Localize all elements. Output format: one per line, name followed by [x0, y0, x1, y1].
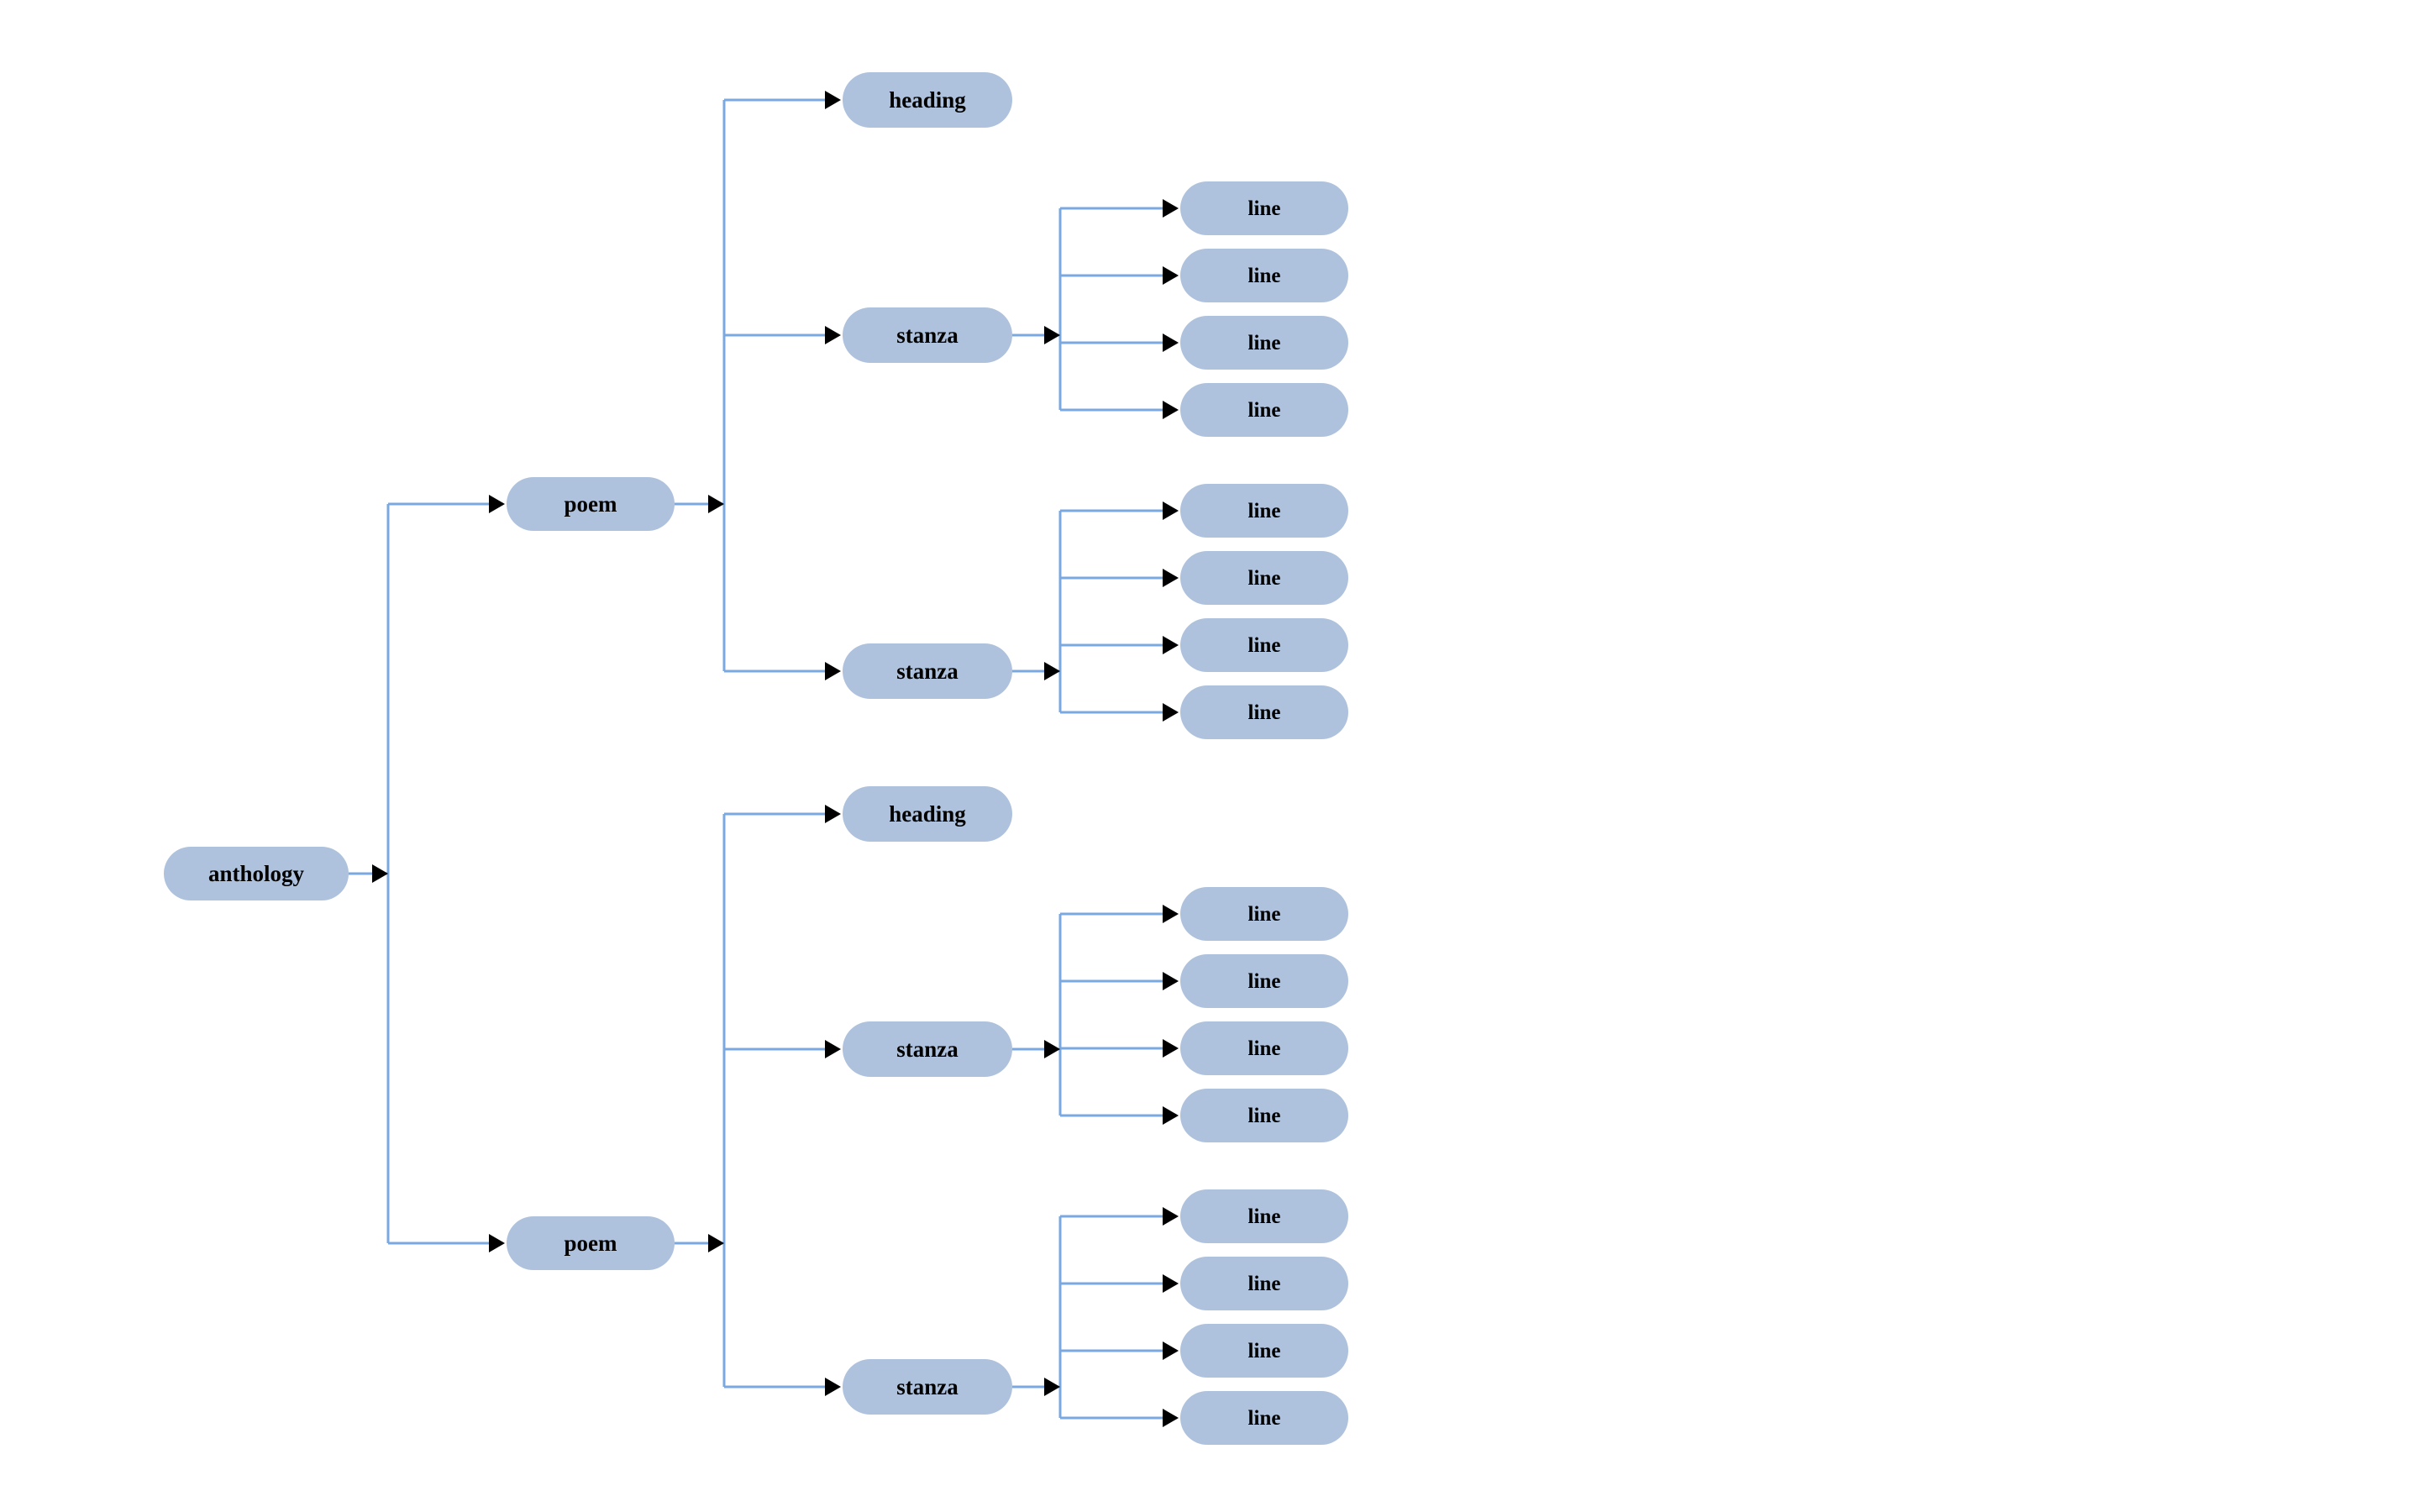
node-heading-1[interactable]: heading [843, 72, 1012, 128]
arrow-lines-stanza-2-leaf-3-icon [1163, 636, 1179, 654]
node-line-label: line [1247, 902, 1281, 926]
node-stanza-3[interactable]: stanza [843, 1021, 1012, 1077]
arrow-poem-2-stem-icon [708, 1234, 724, 1252]
node-stanza-2-label: stanza [896, 658, 959, 684]
arrow-lines-stanza-2-leaf-4-icon [1163, 703, 1179, 722]
node-line[interactable]: line [1180, 954, 1348, 1008]
node-stanza-1-label: stanza [896, 322, 959, 348]
node-line[interactable]: line [1180, 1089, 1348, 1142]
arrow-anthology-stem-icon [372, 864, 388, 883]
node-line-label: line [1247, 1339, 1281, 1362]
node-heading-1-label: heading [889, 87, 966, 113]
node-line-label: line [1247, 1406, 1281, 1430]
arrow-lines-stanza-2-stem-icon [1044, 662, 1060, 680]
node-stanza-3-label: stanza [896, 1036, 959, 1062]
arrow-poem-2-child-2-icon [825, 1040, 841, 1058]
node-line-label: line [1247, 398, 1281, 422]
arrow-lines-stanza-1-leaf-1-icon [1163, 199, 1179, 218]
arrow-lines-stanza-3-leaf-2-icon [1163, 972, 1179, 990]
arrow-lines-stanza-4-stem-icon [1044, 1378, 1060, 1396]
node-line[interactable]: line [1180, 316, 1348, 370]
node-line-label: line [1247, 1205, 1281, 1228]
arrow-lines-stanza-1-leaf-4-icon [1163, 401, 1179, 419]
node-poem-1-label: poem [564, 491, 617, 517]
arrow-poem-2-child-3-icon [825, 1378, 841, 1396]
arrow-poem-1-child-3-icon [825, 662, 841, 680]
node-anthology-label: anthology [207, 860, 305, 886]
node-line[interactable]: line [1180, 383, 1348, 437]
arrow-anthology-to-poem-1-icon [489, 495, 505, 513]
arrow-lines-stanza-4-leaf-2-icon [1163, 1274, 1179, 1293]
node-stanza-2[interactable]: stanza [843, 643, 1012, 699]
node-line[interactable]: line [1180, 181, 1348, 235]
node-line[interactable]: line [1180, 1257, 1348, 1310]
node-line[interactable]: line [1180, 1324, 1348, 1378]
arrow-poem-1-child-2-icon [825, 326, 841, 344]
node-line-label: line [1247, 197, 1281, 220]
node-line[interactable]: line [1180, 484, 1348, 538]
arrow-lines-stanza-3-leaf-1-icon [1163, 905, 1179, 923]
node-poem-2[interactable]: poem [507, 1216, 675, 1270]
arrow-poem-2-child-1-icon [825, 805, 841, 823]
arrow-lines-stanza-2-leaf-1-icon [1163, 501, 1179, 520]
node-anthology[interactable]: anthology [164, 847, 349, 900]
node-line-label: line [1247, 264, 1281, 287]
node-poem-2-label: poem [564, 1230, 617, 1256]
node-poem-1[interactable]: poem [507, 477, 675, 531]
arrow-poem-1-child-1-icon [825, 91, 841, 109]
node-line[interactable]: line [1180, 887, 1348, 941]
arrow-lines-stanza-3-leaf-4-icon [1163, 1106, 1179, 1125]
arrow-lines-stanza-4-leaf-3-icon [1163, 1341, 1179, 1360]
node-stanza-1[interactable]: stanza [843, 307, 1012, 363]
node-line[interactable]: line [1180, 249, 1348, 302]
arrow-lines-stanza-3-leaf-3-icon [1163, 1039, 1179, 1058]
arrow-anthology-to-poem-2-icon [489, 1234, 505, 1252]
arrow-poem-1-stem-icon [708, 495, 724, 513]
node-heading-2-label: heading [889, 801, 966, 827]
node-line-label: line [1247, 633, 1281, 657]
node-line-label: line [1247, 701, 1281, 724]
arrow-lines-stanza-2-leaf-2-icon [1163, 569, 1179, 587]
node-stanza-4-label: stanza [896, 1373, 959, 1399]
arrow-lines-stanza-4-leaf-1-icon [1163, 1207, 1179, 1226]
arrow-lines-stanza-1-leaf-3-icon [1163, 333, 1179, 352]
node-heading-2[interactable]: heading [843, 786, 1012, 842]
node-line[interactable]: line [1180, 551, 1348, 605]
node-line[interactable]: line [1180, 1189, 1348, 1243]
arrow-lines-stanza-4-leaf-4-icon [1163, 1409, 1179, 1427]
node-line-label: line [1247, 499, 1281, 522]
node-line-label: line [1247, 1037, 1281, 1060]
node-stanza-4[interactable]: stanza [843, 1359, 1012, 1415]
node-line-label: line [1247, 331, 1281, 354]
node-line[interactable]: line [1180, 1391, 1348, 1445]
node-line-label: line [1247, 1104, 1281, 1127]
node-line[interactable]: line [1180, 1021, 1348, 1075]
node-line-label: line [1247, 566, 1281, 590]
node-line[interactable]: line [1180, 685, 1348, 739]
node-line-label: line [1247, 1272, 1281, 1295]
arrow-lines-stanza-1-leaf-2-icon [1163, 266, 1179, 285]
arrow-lines-stanza-3-stem-icon [1044, 1040, 1060, 1058]
node-line[interactable]: line [1180, 618, 1348, 672]
node-line-label: line [1247, 969, 1281, 993]
arrow-lines-stanza-1-stem-icon [1044, 326, 1060, 344]
